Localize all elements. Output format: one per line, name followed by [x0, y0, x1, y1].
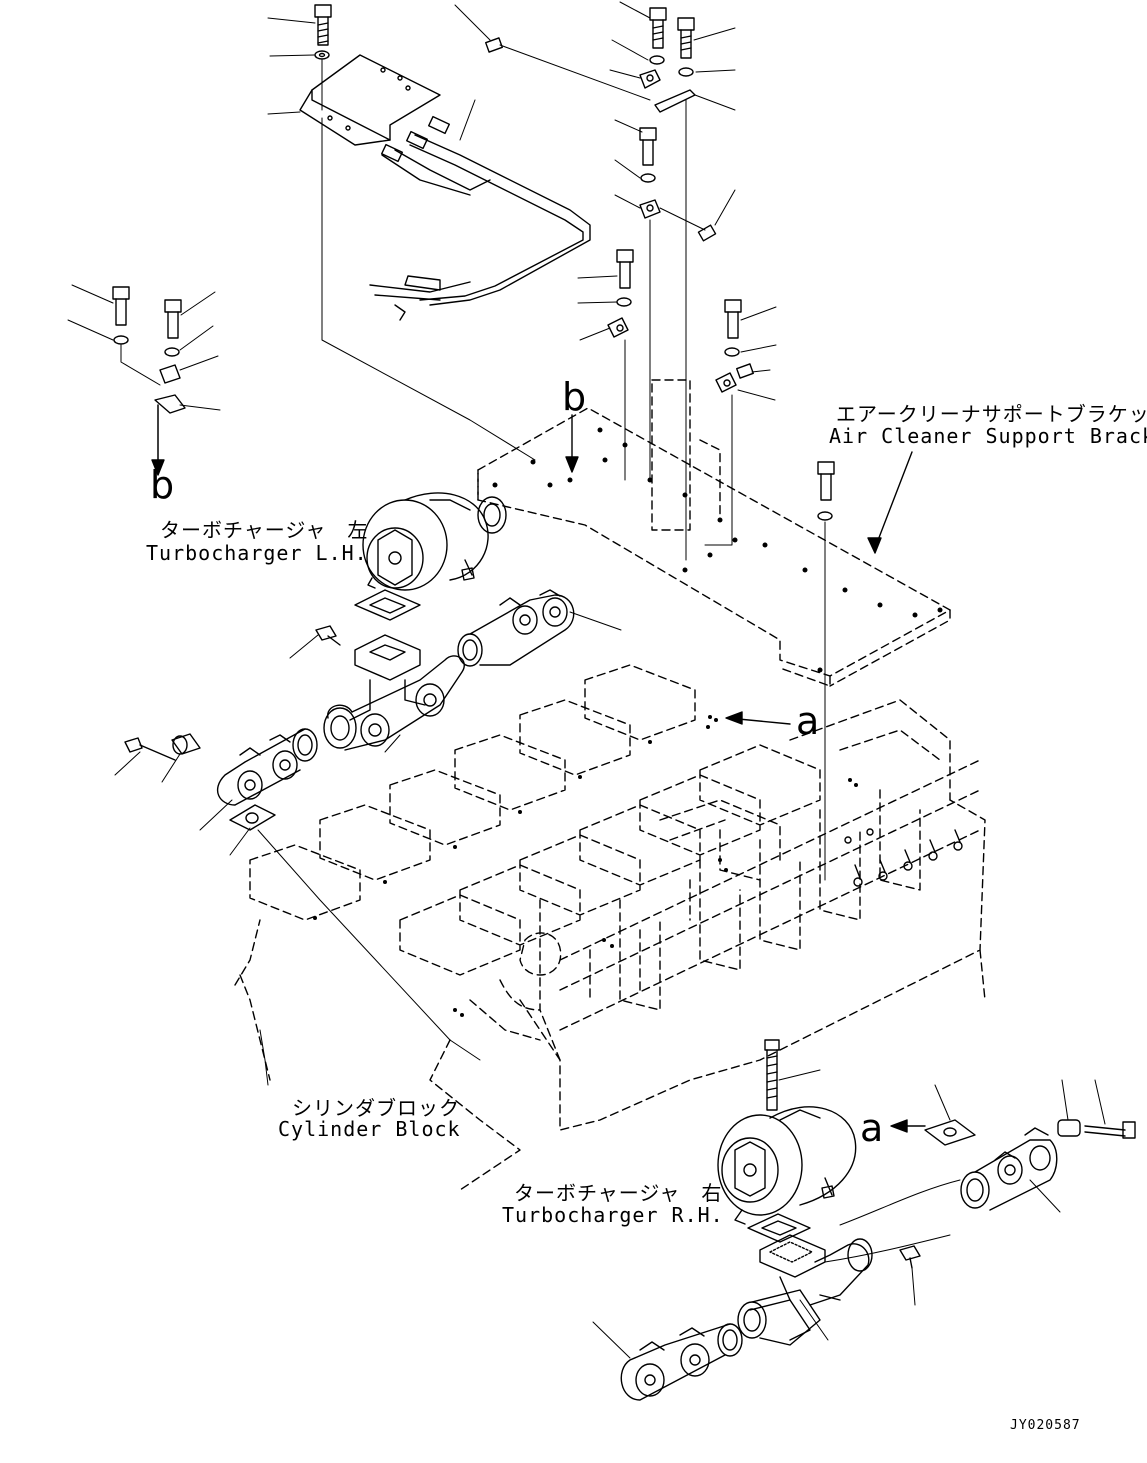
gasket-lower [230, 805, 275, 830]
turbocharger-rh-label-en: Turbocharger R.H. [502, 1203, 724, 1227]
bolt-left-b1 [113, 287, 160, 385]
leader-gasket-block [258, 830, 480, 1060]
long-bolt-rh [1085, 1122, 1135, 1138]
exhaust-manifold-riser [324, 635, 464, 750]
bolt-top-center [640, 8, 666, 88]
turbocharger-lh [363, 493, 506, 590]
view-marker-b-left: b [150, 463, 175, 507]
bolt-mid-right [705, 300, 753, 545]
exhaust-manifold-rh-lower [621, 1324, 742, 1400]
turbocharger-rh-label-jp: ターボチャージャ 右 [514, 1181, 723, 1205]
exhaust-manifold-rh-elbow [738, 1235, 872, 1345]
gasket-rh [748, 1214, 810, 1242]
block-studs [845, 829, 962, 886]
turbocharger-lh-label-en: Turbocharger L.H. [146, 541, 368, 565]
exhaust-manifold-lower [218, 729, 317, 805]
view-marker-a-right: a [796, 699, 820, 743]
bolt-left-b2 [152, 300, 185, 475]
leader-rh-elbow [825, 1235, 950, 1262]
air-cleaner-label-jp: エアークリーナサポートブラケット [836, 402, 1147, 426]
drawing-code: JY020587 [1010, 1418, 1081, 1433]
turbocharger-rh [718, 1107, 856, 1224]
spacer-rh [1058, 1120, 1080, 1136]
view-marker-b-top: b [562, 375, 587, 419]
callout-lines [68, 2, 1105, 1358]
cylinder-block-label-en: Cylinder Block [278, 1117, 461, 1141]
exhaust-manifold-rh-upper [961, 1128, 1057, 1210]
bolt-riser [316, 626, 340, 645]
long-bolt-left [125, 738, 175, 760]
gasket-lh [355, 590, 420, 620]
view-marker-a-bottom: a [860, 1106, 884, 1150]
turbocharger-lh-label-jp: ターボチャージャ 左 [160, 518, 369, 542]
bolt-mid-center [640, 128, 660, 480]
bolt-bracket-right [818, 462, 834, 880]
block-dots [313, 715, 858, 1017]
exhaust-manifold-upper [458, 590, 574, 666]
leader-air-cleaner [875, 452, 912, 548]
pin-mid [660, 208, 716, 241]
pin-top [486, 38, 650, 100]
bolt-rh [900, 1246, 920, 1268]
cylinder-block-label-jp: シリンダブロック [292, 1096, 460, 1120]
gasket-rh-small [925, 1120, 975, 1145]
bolt-mid-left [608, 250, 633, 480]
cylinder-block [235, 665, 985, 1190]
air-cleaner-label-en: Air Cleaner Support Brack [829, 424, 1147, 448]
bolt-top-left [315, 5, 535, 460]
bolt-top-right [655, 18, 695, 560]
spacer-left [172, 734, 200, 754]
wiring-harness [370, 117, 590, 320]
leader-rh-flange [840, 1180, 960, 1225]
cover-plate [300, 55, 440, 145]
stud-rh [765, 1040, 779, 1110]
